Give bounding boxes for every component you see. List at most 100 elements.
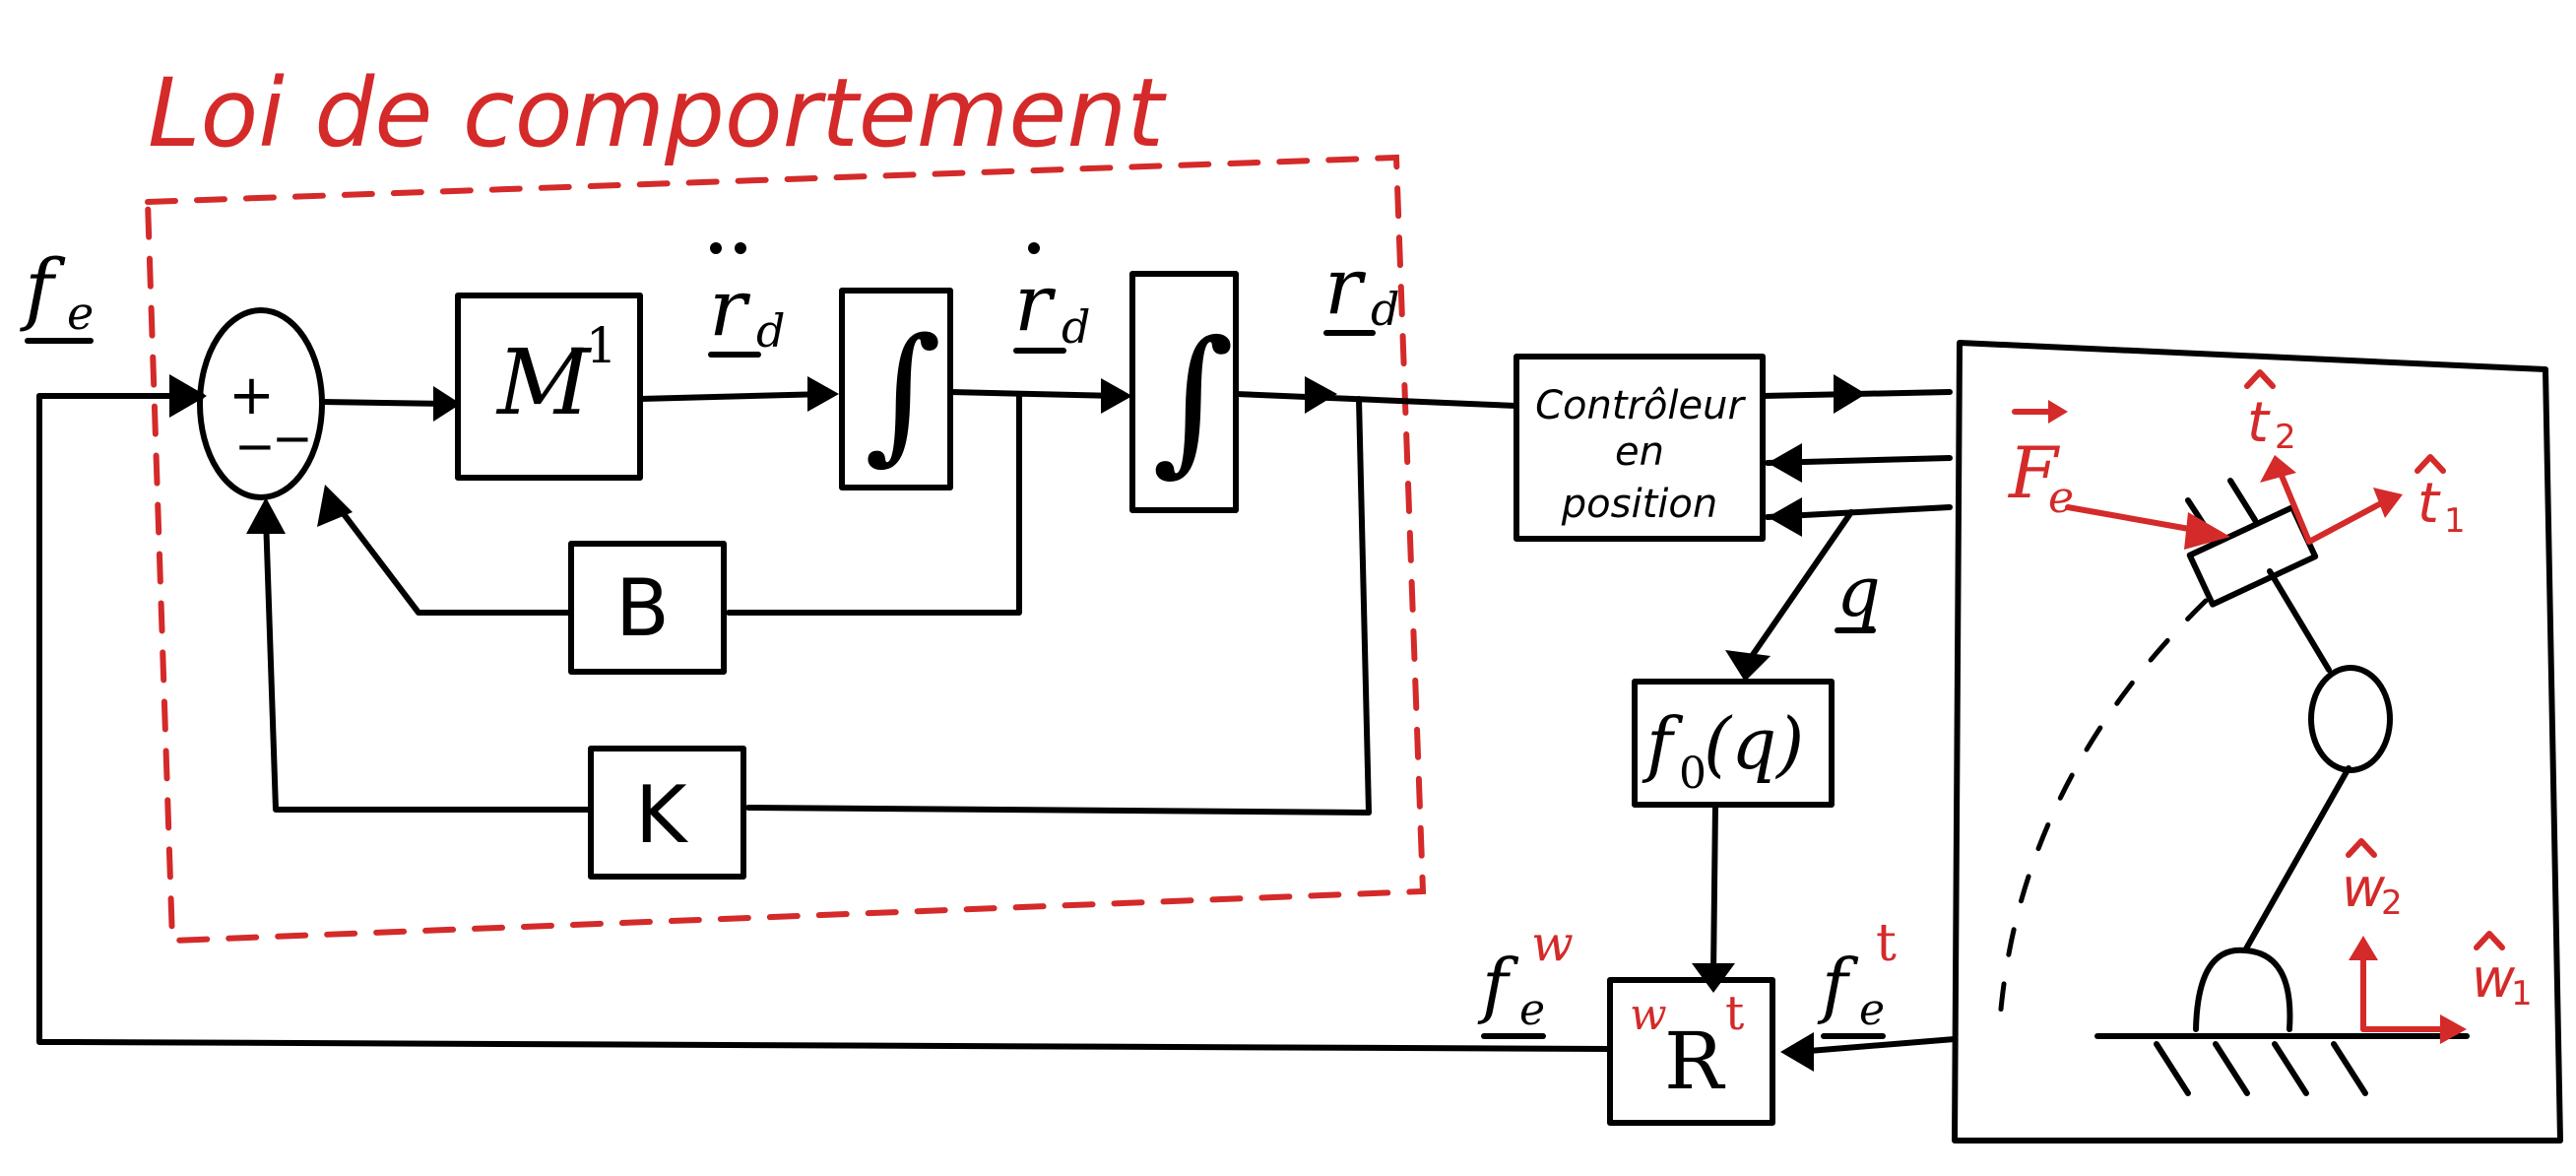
svg-text:t: t bbox=[2247, 391, 2271, 455]
arrowhead bbox=[1725, 650, 1771, 682]
svg-text:d: d bbox=[756, 304, 785, 358]
input-force-label: f e bbox=[20, 242, 94, 344]
svg-text:2: 2 bbox=[2381, 883, 2403, 923]
damping-feedback-wire-out bbox=[332, 499, 574, 616]
arrowhead bbox=[1305, 376, 1337, 414]
svg-text:F: F bbox=[2007, 431, 2061, 514]
summer-minus-sign-2: − bbox=[272, 410, 313, 467]
svg-text:d: d bbox=[1371, 283, 1399, 336]
svg-text:w: w bbox=[2342, 857, 2386, 919]
svg-text:r: r bbox=[1324, 240, 1367, 332]
behavior-law-boundary bbox=[144, 154, 1427, 945]
robot-panel bbox=[1952, 340, 2563, 1143]
inverse-mass-label: M bbox=[495, 330, 593, 435]
svg-text:e: e bbox=[1859, 985, 1885, 1035]
kinematics-to-rotation-wire bbox=[1710, 802, 1718, 978]
tool-axis-2-label: t 2 bbox=[2244, 369, 2296, 457]
tool-axis-1-line bbox=[2306, 499, 2386, 545]
svg-text:(q): (q) bbox=[1704, 702, 1804, 785]
svg-text:r: r bbox=[709, 262, 751, 354]
velocity-label: r d bbox=[1013, 242, 1090, 354]
robot-end-effector bbox=[2186, 504, 2319, 608]
inverse-mass-exponent: -1 bbox=[569, 317, 617, 374]
robot-link-upper bbox=[2267, 568, 2332, 673]
arrowhead bbox=[1101, 378, 1132, 414]
svg-text:f: f bbox=[20, 242, 66, 334]
svg-text:2: 2 bbox=[2275, 418, 2296, 457]
svg-text:0: 0 bbox=[1679, 749, 1707, 799]
arrowhead bbox=[246, 497, 286, 534]
stiffness-feedback-wire-out bbox=[263, 514, 594, 813]
stiffness-label: K bbox=[635, 769, 689, 861]
external-force-arrow bbox=[2065, 504, 2209, 535]
arrowhead bbox=[1834, 374, 1866, 414]
world-force-feedback-wire bbox=[36, 393, 1613, 1052]
summer-to-mass-wire bbox=[319, 399, 451, 407]
world-force-label: f e w bbox=[1477, 915, 1574, 1039]
position-controller-block bbox=[1513, 354, 1766, 542]
gripper-finger-right bbox=[2227, 478, 2258, 523]
joint-angles-label: q bbox=[1835, 552, 1881, 633]
svg-text:e: e bbox=[2048, 473, 2074, 523]
robot-elbow-joint bbox=[2308, 665, 2393, 773]
integrator-to-integrator-wire bbox=[947, 389, 1121, 399]
integrator-1-symbol: ∫ bbox=[865, 307, 941, 479]
arrowhead bbox=[433, 386, 461, 422]
inverse-mass-block bbox=[455, 293, 643, 481]
tool-axis-2-line bbox=[2277, 468, 2312, 545]
robot-base bbox=[2193, 947, 2293, 1032]
forward-kinematics-label: f 0 (q) bbox=[1642, 702, 1804, 799]
tool-axis-1-label: t 1 bbox=[2415, 454, 2466, 541]
external-force-label: F e bbox=[2007, 400, 2074, 523]
external-force-arrowhead bbox=[2184, 512, 2230, 550]
position-wire bbox=[1233, 391, 1519, 409]
arrowhead bbox=[807, 376, 839, 412]
svg-text:f: f bbox=[1817, 944, 1859, 1026]
joint-angles-wire bbox=[1745, 509, 1854, 665]
integrator-2-symbol: ∫ bbox=[1152, 306, 1234, 490]
world-axis-2-label: w 2 bbox=[2342, 838, 2403, 923]
svg-text:d: d bbox=[1062, 300, 1090, 354]
svg-text:w: w bbox=[1531, 915, 1574, 972]
summer-plus-sign: + bbox=[228, 363, 275, 427]
forward-kinematics-block bbox=[1632, 679, 1835, 808]
rotation-sup-left: w bbox=[1630, 990, 1667, 1040]
svg-text:t: t bbox=[1876, 914, 1897, 973]
world-axis-2-arrowhead bbox=[2349, 936, 2378, 960]
diagram-title: Loi de comportement bbox=[148, 58, 1167, 168]
position-label: r d bbox=[1323, 240, 1399, 336]
svg-text:1: 1 bbox=[2511, 974, 2533, 1013]
damping-feedback-wire-in bbox=[726, 391, 1022, 616]
rotation-label: R bbox=[1664, 1015, 1726, 1107]
svg-text:f: f bbox=[1642, 702, 1684, 785]
arrowhead bbox=[1768, 497, 1802, 537]
acceleration-label: r d bbox=[708, 242, 785, 358]
damping-block bbox=[568, 541, 727, 675]
rotation-sup-right: t bbox=[1725, 986, 1744, 1041]
world-axis-1-label: w 1 bbox=[2472, 931, 2533, 1013]
tool-force-label: f e t bbox=[1817, 914, 1897, 1039]
svg-text:e: e bbox=[67, 287, 94, 340]
svg-text:w: w bbox=[2472, 947, 2516, 1010]
svg-text:e: e bbox=[1519, 985, 1545, 1035]
tool-force-wire bbox=[1794, 1036, 1958, 1055]
controller-label-line3: position bbox=[1561, 482, 1717, 527]
controller-label-line2: en bbox=[1615, 429, 1664, 475]
tool-axis-1-arrowhead bbox=[2373, 488, 2403, 518]
svg-text:t: t bbox=[2417, 472, 2441, 536]
tool-axis-2-arrowhead bbox=[2260, 455, 2296, 483]
mass-to-integrator-wire bbox=[637, 391, 830, 402]
svg-text:q: q bbox=[1836, 552, 1881, 632]
controller-label-line1: Contrôleur bbox=[1535, 383, 1746, 428]
summer-minus-sign: − bbox=[234, 418, 276, 475]
damping-label: B bbox=[615, 562, 670, 654]
svg-text:r: r bbox=[1014, 257, 1057, 349]
ground-hatching bbox=[2154, 1041, 2368, 1096]
robot-link-lower bbox=[2242, 765, 2351, 953]
world-axis-1-arrowhead bbox=[2440, 1014, 2467, 1044]
arrowhead bbox=[1780, 1032, 1814, 1072]
trajectory-dashed-arc bbox=[1996, 598, 2209, 1037]
svg-text:1: 1 bbox=[2444, 501, 2466, 541]
stiffness-feedback-wire-in bbox=[745, 396, 1372, 816]
